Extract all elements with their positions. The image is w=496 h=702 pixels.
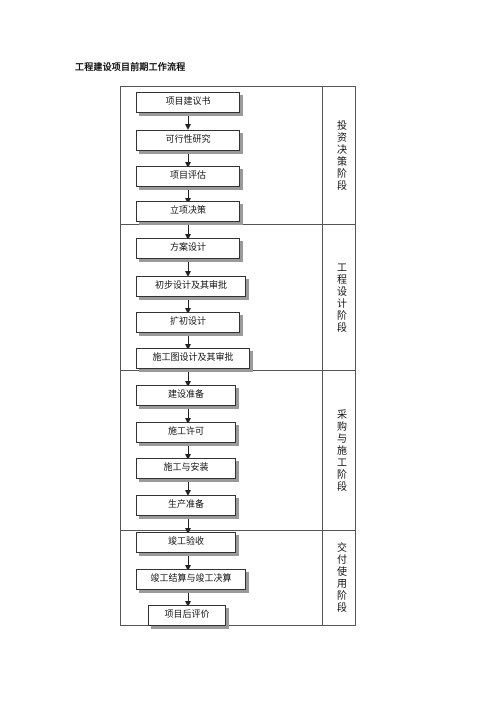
stage-label-text: 交付使用阶段 — [334, 542, 346, 614]
stage-label-delivery: 交付使用阶段 — [323, 531, 356, 625]
step-project-evaluation: 项目评估 — [136, 166, 240, 187]
step-construction-prep: 建设准备 — [136, 385, 236, 406]
step-preliminary-design: 初步设计及其审批 — [136, 276, 246, 297]
arrow-head-icon — [185, 601, 191, 607]
arrow-head-icon — [185, 490, 191, 496]
arrow-connector — [188, 187, 189, 199]
arrow-connector — [188, 113, 189, 125]
step-construction-install: 施工与安装 — [136, 458, 236, 479]
arrow-connector — [188, 151, 189, 163]
step-construction-permit: 施工许可 — [136, 422, 236, 443]
stage-label-text: 投资决策阶段 — [334, 119, 346, 192]
arrow-connector — [188, 222, 189, 235]
arrow-head-icon — [185, 528, 191, 534]
arrow-head-icon — [185, 344, 191, 350]
page-title: 工程建设项目前期工作流程 — [75, 63, 186, 73]
stage-divider-3 — [120, 530, 356, 531]
arrow-connector — [188, 516, 189, 529]
arrow-head-icon — [185, 454, 191, 460]
step-construction-drawing: 施工图设计及其审批 — [136, 348, 250, 369]
stage-label-investment: 投资决策阶段 — [323, 87, 356, 224]
step-project-proposal: 项目建议书 — [136, 92, 240, 113]
arrow-connector — [188, 479, 189, 491]
step-extended-design: 扩初设计 — [136, 312, 240, 333]
stage-label-construction: 采购与施工阶段 — [323, 371, 356, 530]
arrow-connector — [188, 297, 189, 309]
arrow-connector — [188, 590, 189, 602]
step-scheme-design: 方案设计 — [136, 238, 240, 259]
arrow-head-icon — [185, 271, 191, 277]
arrow-connector — [188, 369, 189, 382]
step-feasibility-study: 可行性研究 — [136, 130, 240, 151]
arrow-head-icon — [185, 124, 191, 130]
arrow-connector — [188, 553, 189, 566]
arrow-head-icon — [185, 162, 191, 168]
step-final-settlement: 竣工结算与竣工决算 — [136, 569, 246, 590]
stage-label-design: 工程设计阶段 — [323, 225, 356, 370]
arrow-connector — [188, 259, 189, 272]
arrow-head-icon — [185, 381, 191, 387]
step-post-evaluation: 项目后评价 — [148, 605, 226, 626]
stage-label-text: 工程设计阶段 — [334, 261, 346, 334]
stage-label-text: 采购与施工阶段 — [334, 408, 346, 493]
arrow-head-icon — [185, 308, 191, 314]
flowchart-frame — [120, 86, 356, 626]
arrow-head-icon — [185, 234, 191, 240]
stage-column-divider — [322, 86, 323, 626]
arrow-connector — [188, 443, 189, 455]
arrow-head-icon — [185, 565, 191, 571]
step-production-prep: 生产准备 — [136, 495, 236, 516]
stage-divider-1 — [120, 224, 356, 225]
arrow-connector — [188, 333, 189, 345]
arrow-head-icon — [185, 418, 191, 424]
step-completion-acceptance: 竣工验收 — [136, 532, 236, 553]
stage-divider-2 — [120, 370, 356, 371]
step-approval-decision: 立项决策 — [136, 201, 240, 222]
arrow-connector — [188, 406, 189, 419]
